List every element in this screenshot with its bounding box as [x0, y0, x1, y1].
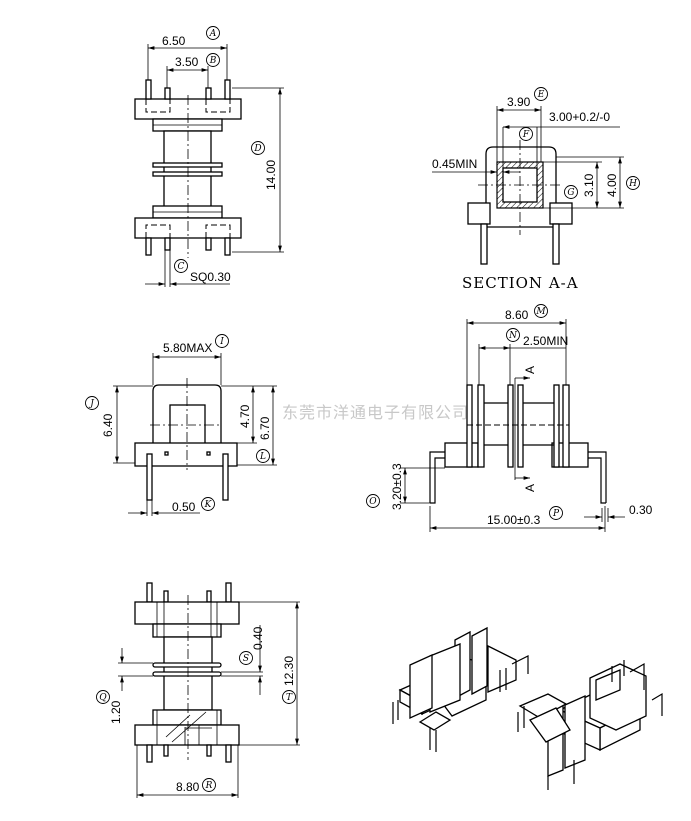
dim-c-label: SQ0.30 — [190, 270, 231, 284]
dim-p-label: 15.00±0.3 — [487, 513, 541, 527]
svg-text:A: A — [209, 29, 217, 39]
svg-text:O: O — [369, 497, 377, 507]
callout-a: A — [206, 26, 220, 40]
svg-text:Q: Q — [99, 693, 107, 703]
callout-f: F — [519, 127, 533, 141]
dim-045min-label: 0.45MIN — [432, 157, 477, 171]
dim-o-label: 3.20±0.3 — [390, 463, 404, 510]
dim-q-label: 1.20 — [109, 700, 123, 724]
dim-g-label: 3.10 — [582, 173, 596, 197]
callout-j: J — [85, 396, 99, 410]
svg-text:J: J — [88, 399, 95, 409]
section-marker-bottom: A — [523, 484, 537, 492]
callout-m: M — [534, 304, 548, 318]
callout-q: Q — [96, 690, 110, 704]
callout-b: B — [206, 53, 220, 67]
dim-m-label: 8.60 — [505, 308, 529, 322]
callout-i: I — [215, 334, 229, 348]
dim-l-label: 6.70 — [258, 416, 272, 440]
callout-c: C — [174, 259, 188, 273]
svg-text:E: E — [537, 90, 545, 100]
svg-text:D: D — [253, 144, 261, 154]
svg-text:L: L — [259, 452, 266, 462]
callout-l: L — [256, 449, 270, 463]
callout-r: R — [202, 778, 216, 792]
svg-text:B: B — [209, 56, 217, 66]
dim-r-label: 8.80 — [176, 780, 200, 794]
side-view: 5.80MAX 6.40 4.70 6.70 0.50 — [101, 341, 277, 516]
dim-e-label: 3.90 — [507, 95, 531, 109]
dim-t-label: 12.30 — [282, 656, 296, 686]
svg-text:N: N — [508, 331, 518, 341]
isometric-view-right — [517, 660, 663, 790]
svg-text:G: G — [567, 188, 574, 198]
callout-e: E — [534, 87, 548, 101]
svg-text:T: T — [286, 693, 293, 703]
dim-l-inner-label: 4.70 — [238, 404, 252, 428]
callout-d: D — [251, 141, 265, 155]
dim-d-label: 14.00 — [264, 160, 278, 190]
dim-i-label: 5.80MAX — [163, 341, 212, 355]
callout-g: G — [564, 185, 578, 199]
callout-t: T — [282, 690, 296, 704]
front-view: A A 8.60 2.50MIN 3.20±0.3 15.00±0.3 0.30 — [390, 308, 653, 532]
dim-j-label: 6.40 — [101, 413, 115, 437]
bottom-view: 12.30 0.40 1.20 8.80 — [109, 582, 300, 798]
dim-s-label: 0.40 — [251, 626, 265, 650]
callout-h: H — [626, 176, 640, 190]
section-title: SECTION A-A — [462, 274, 579, 292]
top-view: 6.50 3.50 14.00 SQ0.30 — [134, 34, 284, 287]
dim-k-label: 0.50 — [172, 500, 196, 514]
callout-n: N — [506, 328, 520, 342]
dim-h-label: 4.00 — [605, 173, 619, 197]
callout-s: S — [239, 651, 253, 665]
watermark: 东莞市洋通电子有限公司 — [282, 403, 469, 422]
section-marker-top: A — [523, 366, 537, 374]
callout-p: P — [549, 506, 563, 520]
svg-text:S: S — [243, 654, 249, 664]
svg-text:M: M — [535, 307, 546, 317]
svg-text:C: C — [178, 262, 185, 272]
svg-text:R: R — [205, 781, 213, 791]
isometric-view-left — [392, 626, 529, 752]
dim-b-label: 3.50 — [175, 55, 199, 69]
svg-text:K: K — [204, 500, 213, 510]
dim-f-label: 3.00+0.2/-0 — [549, 110, 610, 124]
dim-p-pin-label: 0.30 — [629, 503, 653, 517]
dim-a-label: 6.50 — [162, 34, 186, 48]
svg-text:F: F — [522, 130, 530, 140]
dim-n-label: 2.50MIN — [523, 334, 568, 348]
svg-text:P: P — [552, 509, 560, 519]
svg-text:H: H — [628, 179, 637, 189]
section-a-a-view: 3.90 3.00+0.2/-0 0.45MIN 3.10 4.00 SECTI… — [432, 95, 624, 292]
svg-text:I: I — [219, 337, 224, 347]
callout-k: K — [201, 497, 215, 511]
callout-o: O — [366, 494, 380, 508]
callout-markers: A B C D E F G H I J K L M N O P Q R S T — [85, 26, 640, 792]
